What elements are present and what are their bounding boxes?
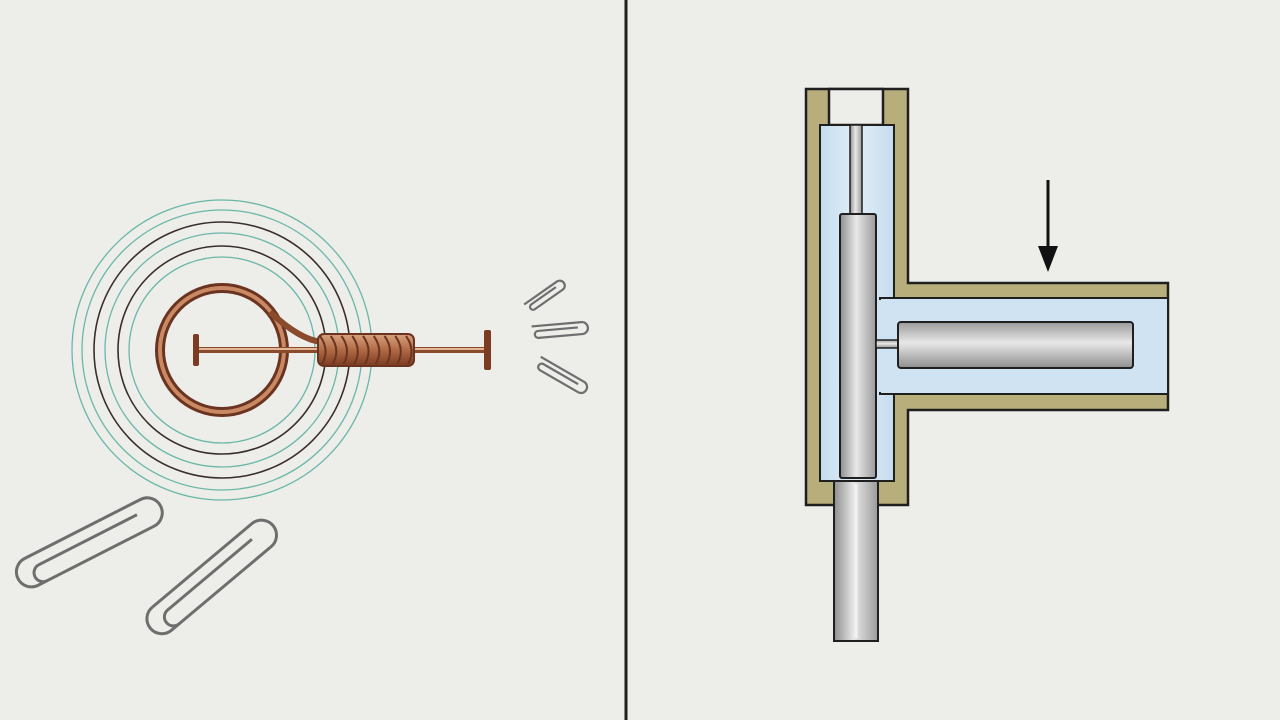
rod-head-left [193,334,199,366]
connecting-pin [875,339,901,349]
vertical-plunger [839,213,877,479]
paperclip-large-2 [145,518,278,636]
coil-turn-5 [362,335,370,365]
solenoid-valve-panel [804,87,1170,642]
paperclip-small-2 [531,321,589,339]
paperclip-large-1 [14,496,164,589]
paperclip-icon [145,518,278,636]
paperclip-icon [14,496,164,589]
arrow-down-icon [1038,180,1058,272]
coil-turn-4 [351,335,359,365]
coil-turn-2 [329,335,338,365]
coil-turn-8 [394,335,402,365]
coil-turn-3 [340,335,348,365]
coil-turn-9 [405,335,413,365]
coil-windings [319,335,413,365]
valve-stem [849,124,863,218]
coil-turn-1 [319,335,327,365]
paperclip-small-3 [537,355,589,395]
paperclip-icon [523,279,566,311]
paperclip-icon [537,355,589,395]
paperclip-icon [531,321,589,339]
housing-top-opening [827,87,885,127]
coil-turn-7 [383,335,391,365]
rod-head-right [484,330,491,370]
electromagnet-panel [14,199,589,636]
horizontal-piston [897,321,1134,369]
coil-turn-6 [372,335,381,365]
paperclip-small-1 [523,279,566,311]
